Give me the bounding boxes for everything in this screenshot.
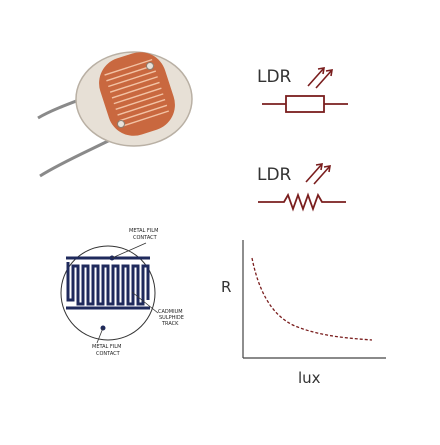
- ldr-symbol-rectangle: LDR: [257, 67, 348, 113]
- ldr-symbol-zigzag: LDR: [257, 163, 346, 212]
- resistor-zigzag-symbol: [258, 192, 346, 212]
- symbol-label: LDR: [257, 67, 292, 87]
- resistor-box-symbol: [262, 95, 348, 113]
- rivet-top: [146, 62, 154, 70]
- ldr-component-photo: [37, 51, 193, 178]
- leader-track: [131, 291, 159, 314]
- cadmium-sulphide-track: [66, 262, 150, 306]
- lead-wire-lower: [39, 134, 119, 178]
- label-track-3: TRACK: [161, 321, 179, 327]
- ldr-cross-section: METAL FILM CONTACT CADMIUM SULPHIDE TRAC…: [60, 228, 184, 357]
- photo-track: [104, 58, 170, 128]
- resistance-vs-light-graph: R lux: [221, 240, 386, 387]
- symbol-label: LDR: [257, 165, 292, 185]
- leader-bottom: [96, 327, 104, 344]
- x-axis-label: lux: [298, 369, 321, 387]
- rivet-bottom: [117, 120, 125, 128]
- label-top-contact-1: METAL FILM: [129, 228, 158, 234]
- y-axis-label: R: [221, 278, 231, 296]
- label-bottom-contact-1: METAL FILM: [92, 344, 121, 350]
- light-arrows-icon: [307, 67, 333, 89]
- light-arrows-icon: [305, 163, 331, 185]
- label-bottom-contact-2: CONTACT: [96, 351, 121, 357]
- label-track-1: CADMIUM: [158, 309, 183, 315]
- leader-top: [111, 242, 147, 259]
- resistance-curve: [251, 257, 373, 341]
- label-top-contact-2: CONTACT: [133, 235, 158, 241]
- housing-outline: [60, 245, 156, 341]
- label-track-2: SULPHIDE: [159, 315, 184, 321]
